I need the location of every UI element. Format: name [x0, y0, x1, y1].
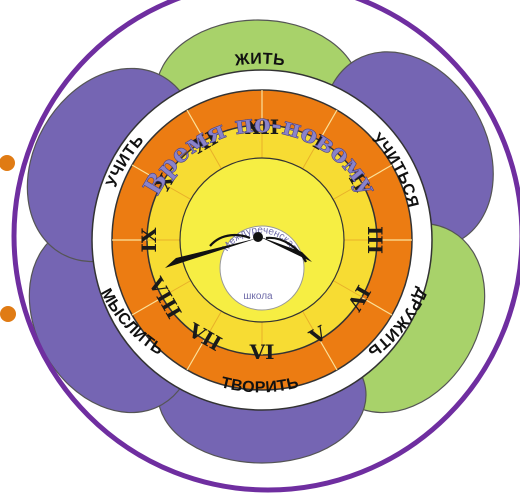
numeral-9: IX — [137, 227, 161, 252]
school-name-line2: школа — [243, 291, 273, 302]
left-upper-dot — [0, 155, 15, 171]
left-lower-dot — [0, 306, 16, 322]
word-top: ЖИТЬ — [233, 51, 286, 70]
numeral-6: VI — [249, 340, 275, 364]
numeral-3: III — [363, 226, 387, 254]
clock-pivot — [253, 232, 263, 242]
